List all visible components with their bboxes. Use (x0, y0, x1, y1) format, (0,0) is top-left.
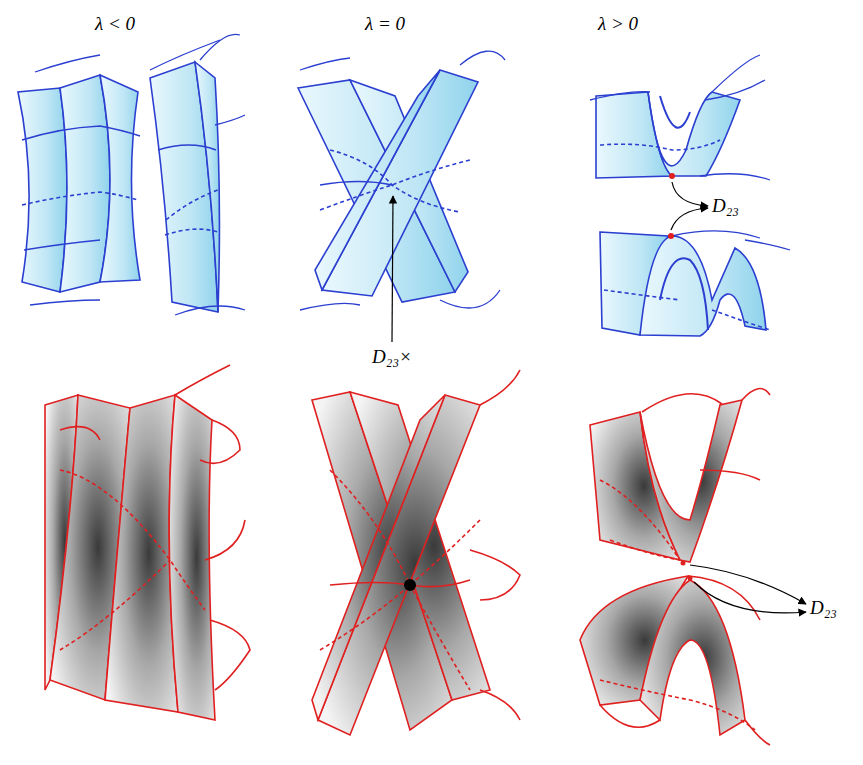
blue-surface-part (158, 145, 216, 150)
red-surface-part (480, 690, 520, 720)
blue-surface-part (22, 192, 138, 205)
blue-surface-part (440, 290, 500, 308)
panel-title: λ > 0 (598, 14, 638, 35)
red-surface-part (330, 580, 470, 587)
blue-surface (18, 34, 790, 336)
leader-arrow (690, 565, 806, 604)
blue-surface-part (648, 92, 740, 176)
blue-surface-part (322, 70, 478, 296)
red-surface-part (312, 395, 445, 720)
blue-surface-part (24, 240, 100, 250)
red-surface-part (60, 560, 170, 650)
singular-point (668, 233, 674, 239)
red-surface-part (205, 520, 245, 560)
blue-surface-part (590, 92, 650, 100)
red-surface-part (688, 576, 760, 620)
blue-surface-part (175, 306, 245, 315)
blue-surface-part (705, 80, 765, 100)
red-surface-part (600, 705, 660, 727)
blue-surface-part (200, 34, 240, 60)
blue-surface-part (215, 115, 245, 125)
blue-surface-part (22, 126, 140, 140)
blue-surface-part (150, 40, 220, 70)
red-surface-part (590, 412, 680, 560)
leader-arrow (694, 582, 806, 613)
point-label: D₂₃ (712, 196, 739, 217)
blue-surface-part (300, 58, 350, 70)
red-surface-part (742, 389, 770, 400)
point-label: D₂₃ (810, 598, 837, 619)
blue-surface-part (166, 190, 218, 220)
blue-surface-part (165, 229, 218, 235)
red-surface-part (470, 550, 520, 600)
blue-surface-part (195, 62, 219, 312)
blue-surface-part (300, 303, 360, 310)
blue-surface-part (660, 258, 708, 330)
blue-surface-part (640, 236, 766, 336)
blue-surface-part (100, 75, 140, 282)
blue-surface-part (18, 88, 67, 292)
red-surface-part (320, 520, 480, 650)
red-surface (45, 365, 770, 745)
red-surface-part (210, 620, 250, 690)
blue-surface-part (700, 174, 770, 180)
red-surface-part (60, 427, 100, 440)
singular-point (404, 579, 416, 591)
blue-surface-part (672, 231, 760, 238)
red-surface-part (60, 470, 205, 610)
red-surface-part (640, 400, 742, 562)
panel-title: λ = 0 (365, 14, 405, 35)
singular-point (669, 173, 675, 179)
blue-surface-part (320, 182, 392, 186)
leader-arrow (671, 208, 708, 230)
panel-title: λ < 0 (95, 14, 135, 35)
blue-surface-part (604, 290, 680, 300)
blue-surface-part (745, 240, 790, 250)
blue-surface-part (35, 55, 100, 72)
blue-surface-part (660, 96, 690, 128)
leader-arrow (392, 196, 393, 342)
blue-surface-part (30, 300, 100, 305)
red-surface-part (105, 395, 178, 712)
red-surface-part (318, 395, 480, 735)
red-surface-part (169, 395, 215, 720)
red-surface-part (700, 470, 760, 480)
blue-surface-part (60, 75, 110, 292)
red-surface-part (610, 540, 680, 560)
red-surface-part (175, 365, 230, 395)
blue-surface-part (460, 51, 505, 65)
red-surface-part (642, 394, 722, 412)
point-label: D₂₃× (372, 347, 412, 368)
blue-surface-part (712, 310, 770, 330)
red-surface-part (480, 370, 520, 405)
red-surface-part (330, 470, 470, 690)
leader-arrow (672, 182, 708, 206)
red-surface-part (745, 720, 770, 745)
red-surface-part (640, 580, 745, 735)
red-surface-part (200, 420, 240, 463)
red-surface-part (600, 680, 755, 730)
blue-surface-part (320, 160, 470, 210)
red-surface-part (600, 480, 680, 560)
blue-surface-part (315, 70, 440, 290)
singular-point (688, 576, 693, 581)
blue-surface-part (600, 140, 720, 150)
singular-point (681, 561, 686, 566)
blue-surface-part (596, 92, 672, 178)
